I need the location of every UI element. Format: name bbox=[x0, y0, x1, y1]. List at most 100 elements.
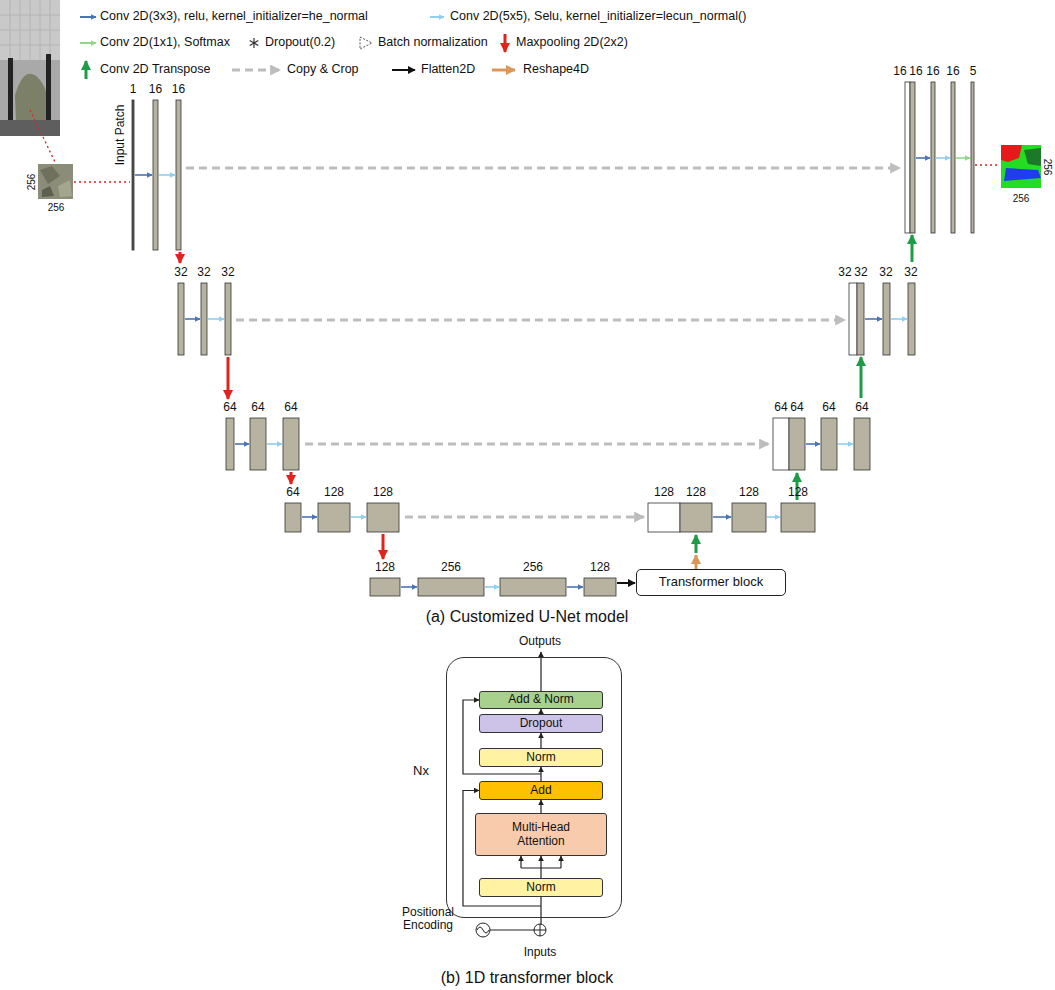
input-patch-image bbox=[38, 164, 73, 199]
feature-map-bar bbox=[584, 578, 616, 596]
dimension-label: 256 bbox=[48, 202, 65, 213]
dimension-label: 32 bbox=[221, 266, 234, 279]
dimension-label: Inputs bbox=[524, 946, 557, 959]
legend-text: Conv 2D(1x1), Softmax bbox=[100, 36, 230, 50]
connector-line bbox=[560, 856, 561, 868]
feature-map-bar bbox=[773, 418, 789, 470]
conv-arrow bbox=[235, 443, 249, 445]
dimension-label: 128 bbox=[686, 486, 706, 499]
feature-map-bar bbox=[132, 82, 974, 596]
input-patch-image bbox=[38, 164, 73, 199]
connector bbox=[541, 800, 542, 813]
segmentation-output-image bbox=[1004, 168, 1041, 181]
specimen-photo bbox=[0, 120, 60, 136]
legend-sample bbox=[504, 34, 507, 52]
feature-map-bar bbox=[418, 578, 484, 596]
connector bbox=[541, 733, 542, 748]
pool-upsample-arrow bbox=[911, 235, 914, 262]
conv-arrow bbox=[713, 516, 731, 518]
feature-map-bar bbox=[789, 418, 805, 470]
dimension-label: 32 bbox=[904, 266, 917, 279]
legend-sample bbox=[85, 61, 88, 79]
dimension-label: 64 bbox=[774, 401, 787, 414]
node-text: Add & Norm bbox=[508, 693, 573, 707]
pool-upsample-arrow bbox=[179, 252, 182, 263]
positional-encoding-symbol bbox=[534, 924, 546, 936]
positional-encoding-symbol bbox=[490, 930, 534, 931]
conv-arrow bbox=[159, 174, 175, 176]
node-text: Add bbox=[530, 784, 551, 798]
specimen-photo bbox=[0, 0, 60, 136]
feature-map-bar bbox=[132, 100, 134, 250]
dimension-label: 128 bbox=[590, 561, 610, 574]
conv-arrow bbox=[617, 582, 635, 584]
input-patch-image bbox=[58, 180, 72, 197]
dimension-label: 5 bbox=[970, 65, 977, 78]
legend-sample bbox=[250, 38, 259, 48]
dimension-label: 64 bbox=[284, 401, 297, 414]
feature-map-bar bbox=[857, 283, 864, 355]
feature-map-bar bbox=[201, 283, 207, 355]
conv-arrow bbox=[401, 586, 417, 588]
conv-arrow bbox=[567, 586, 583, 588]
dimension-label: 32 bbox=[174, 266, 187, 279]
legend-text: Maxpooling 2D(2x2) bbox=[516, 36, 628, 50]
transformer-block: Transformer block bbox=[636, 569, 786, 596]
conv-arrow bbox=[806, 443, 820, 445]
dimension-label: 64 bbox=[286, 486, 299, 499]
conv-arrow bbox=[767, 516, 780, 518]
pool-upsample-arrow bbox=[695, 555, 698, 569]
dimension-label: 64 bbox=[855, 401, 868, 414]
connector-line bbox=[520, 856, 521, 868]
legend-sample bbox=[492, 69, 515, 72]
dimension-label: 16 bbox=[149, 83, 162, 96]
legend-sample bbox=[80, 42, 96, 44]
dimension-label: Positional Encoding bbox=[396, 906, 460, 932]
specimen-photo bbox=[0, 0, 60, 60]
feature-map-bar bbox=[178, 283, 184, 355]
specimen-photo bbox=[0, 0, 60, 136]
dimension-label: 64 bbox=[822, 401, 835, 414]
specimen-photo bbox=[0, 0, 60, 60]
connector-line bbox=[540, 868, 541, 878]
caption: (a) Customized U-Net model bbox=[426, 608, 629, 626]
dimension-label: 32 bbox=[879, 266, 892, 279]
node-text: Norm bbox=[526, 751, 555, 765]
feature-map-bar bbox=[367, 503, 399, 532]
copy-crop-arrow bbox=[186, 168, 900, 517]
pool-upsample-arrow bbox=[227, 357, 230, 399]
pool-upsample-arrow bbox=[382, 534, 385, 559]
legend-text: Copy & Crop bbox=[287, 63, 359, 77]
pool-upsample-arrow bbox=[180, 235, 912, 569]
feature-map-bar bbox=[910, 82, 915, 233]
feature-map-bar bbox=[225, 283, 231, 355]
patch-leader bbox=[30, 110, 55, 162]
feature-map-bar bbox=[883, 283, 890, 355]
caption: (b) 1D transformer block bbox=[441, 969, 614, 987]
conv-arrow bbox=[267, 443, 282, 445]
pool-upsample-arrow bbox=[290, 472, 293, 484]
feature-map-bar bbox=[732, 503, 766, 532]
legend-sample bbox=[392, 69, 415, 71]
feature-map-bar bbox=[680, 503, 712, 532]
legend-sample bbox=[232, 69, 280, 72]
layer-box: Dropout bbox=[479, 714, 603, 733]
legend-text: Flatten2D bbox=[421, 63, 475, 77]
pool-upsample-arrow bbox=[695, 535, 698, 553]
transformer-layer-frame: NxAdd & NormDropoutNormAddMulti-Head Att… bbox=[446, 657, 622, 918]
legend-text: Batch normalization bbox=[378, 36, 488, 50]
legend-sample bbox=[80, 17, 515, 79]
dimension-label: 256 bbox=[523, 561, 543, 574]
conv-arrow bbox=[916, 157, 930, 159]
dimension-label: 256 bbox=[441, 561, 461, 574]
segmentation-output-image bbox=[1001, 145, 1041, 188]
feature-map-bar bbox=[500, 578, 566, 596]
dimension-label: 128 bbox=[788, 486, 808, 499]
feature-map-bar bbox=[648, 503, 680, 532]
patch-leader bbox=[30, 110, 999, 182]
dimension-label: Input Patch bbox=[114, 105, 127, 166]
legend-text: Reshape4D bbox=[523, 63, 589, 77]
dimension-label: 128 bbox=[654, 486, 674, 499]
node-text: Multi-Head Attention bbox=[492, 821, 590, 849]
